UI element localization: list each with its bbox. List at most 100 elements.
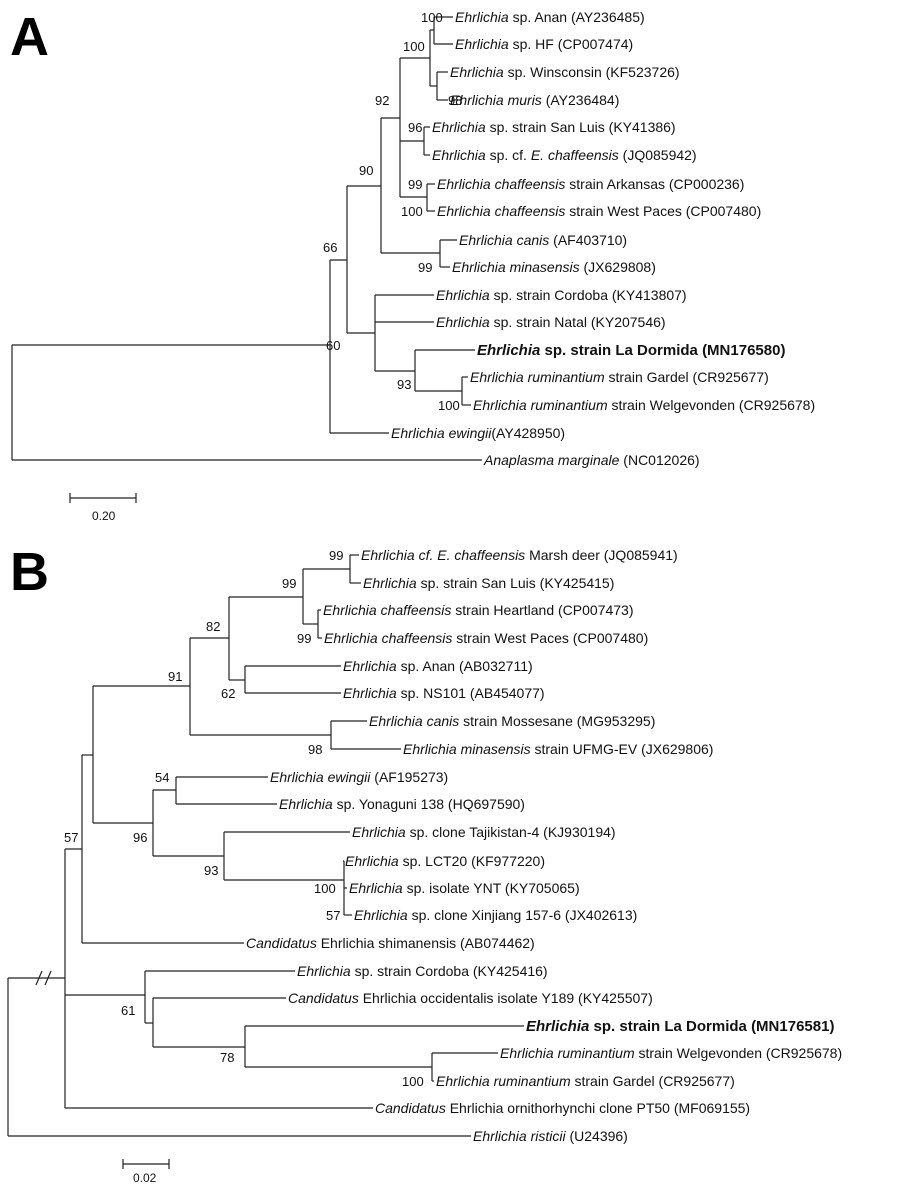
tip-label: Ehrlichia sp. HF (CP007474) [455,36,633,52]
panel-a-label: A [10,7,49,67]
tip-label: Candidatus Ehrlichia ornithorhynchi clon… [375,1100,750,1116]
tip-label-part: sp. strain San Luis (KY425415) [417,575,615,591]
tip-label-part: E. chaffeensis [531,147,619,163]
tip-label-part: Ehrlichia [436,287,490,303]
tip-label-part: Ehrlichia shimanensis (AB074462) [317,935,535,951]
tip-label: Ehrlichia chaffeensis strain West Paces … [437,203,761,219]
tip-label-part: Candidatus [288,990,359,1006]
tip-label: Ehrlichia sp. strain Cordoba (KY413807) [436,287,687,303]
tip-label-part: (AY236484) [542,92,620,108]
tip-label-part: Ehrlichia [354,907,408,923]
tip-label-part: Ehrlichia chaffeensis [437,203,565,219]
tip-label-part: Ehrlichia [343,685,397,701]
tip-label-part: strain Welgevonden (CR925678) [608,397,816,413]
tip-label: Ehrlichia chaffeensis strain West Paces … [324,630,648,646]
bootstrap-value: 60 [326,338,340,353]
bootstrap-value: 98 [448,93,462,108]
tip-label-part: sp. Anan (AY236485) [509,9,645,25]
tip-label-part: (AY428950) [491,425,565,441]
tip-label-part: Ehrlichia chaffeensis [323,602,451,618]
tip-label: Ehrlichia ruminantium strain Welgevonden… [500,1045,842,1061]
panel-a-scale-bar: 0.20 [69,493,137,523]
bootstrap-value: 99 [329,548,343,563]
bootstrap-value: 99 [418,260,432,275]
tip-label-part: strain West Paces (CP007480) [452,630,648,646]
tip-label-part: sp. strain Cordoba (KY413807) [490,287,687,303]
tip-label-part: Candidatus [375,1100,446,1116]
bootstrap-value: 91 [168,669,182,684]
tip-label-part: (NC012026) [619,452,699,468]
tip-label: Ehrlichia risticii (U24396) [473,1128,628,1144]
scale-bar-label: 0.02 [133,1171,157,1185]
tip-label-part: sp. strain La Dormida (MN176580) [540,342,785,359]
tip-label-part: Ehrlichia [455,9,509,25]
bootstrap-value: 100 [314,881,336,896]
tip-label-part: Ehrlichia minasensis [452,259,580,275]
tip-label: Ehrlichia sp. Yonaguni 138 (HQ697590) [279,796,525,812]
tip-label-part: Ehrlichia [279,796,333,812]
bootstrap-value: 96 [133,830,147,845]
tip-label-part: strain UFMG-EV (JX629806) [531,741,714,757]
tip-label-part: sp. HF (CP007474) [509,36,634,52]
tip-label: Ehrlichia ruminantium strain Gardel (CR9… [436,1073,735,1089]
tip-label: Ehrlichia ruminantium strain Gardel (CR9… [470,369,769,385]
tip-label-part: Anaplasma marginale [483,452,620,468]
tip-label: Ehrlichia sp. Winsconsin (KF523726) [450,64,680,80]
tip-label: Ehrlichia minasensis (JX629808) [452,259,656,275]
bootstrap-value: 100 [438,398,460,413]
tip-label-part: Ehrlichia cf. E. chaffeensis [361,547,525,563]
tip-label-part: sp. Yonaguni 138 (HQ697590) [333,796,525,812]
tip-label-part: sp. strain Cordoba (KY425416) [351,963,548,979]
tip-label: Anaplasma marginale (NC012026) [483,452,700,468]
tip-label: Candidatus Ehrlichia occidentalis isolat… [288,990,653,1006]
tip-label-part: strain West Paces (CP007480) [565,203,761,219]
tip-label: Ehrlichia chaffeensis strain Arkansas (C… [437,176,744,192]
tip-label-part: Ehrlichia ruminantium [436,1073,571,1089]
bootstrap-value: 100 [421,10,443,25]
tip-label: Ehrlichia sp. NS101 (AB454077) [343,685,545,701]
panel-a-branches [11,16,482,461]
tip-label-part: Ehrlichia ruminantium [470,369,605,385]
tip-label-part: strain Arkansas (CP000236) [565,176,744,192]
panel-b-tree: B Ehrlichia cf. E. chaffeensis Marsh dee… [7,542,842,1185]
bootstrap-value: 99 [282,576,296,591]
tip-label-part: strain Welgevonden (CR925678) [635,1045,843,1061]
tip-label-part: sp. clone Xinjiang 157-6 (JX402613) [408,907,638,923]
tip-label-part: (AF195273) [370,769,448,785]
tip-label-part: Ehrlichia [432,119,486,135]
panel-b-branches [7,554,524,1137]
tip-label-part: (AF403710) [549,232,627,248]
tip-label-part: Ehrlichia canis [369,713,459,729]
tip-label: Ehrlichia sp. strain San Luis (KY41386) [432,119,676,135]
tip-label: Ehrlichia sp. isolate YNT (KY705065) [349,880,580,896]
scale-bar-label: 0.20 [92,509,116,523]
tip-label-part: sp. isolate YNT (KY705065) [403,880,580,896]
tip-label-part: sp. strain Natal (KY207546) [490,314,666,330]
tip-label-part: Ehrlichia ewingii [270,769,371,785]
tip-label-part: sp. cf. [486,147,531,163]
tip-label: Ehrlichia sp. strain Cordoba (KY425416) [297,963,548,979]
bootstrap-value: 61 [121,1003,135,1018]
tip-label: Ehrlichia canis (AF403710) [459,232,627,248]
tip-label-part: Ehrlichia [436,314,490,330]
tip-label-part: Ehrlichia [526,1018,589,1035]
tip-label-part: Ehrlichia [432,147,486,163]
bootstrap-value: 82 [206,619,220,634]
bootstrap-value: 99 [408,177,422,192]
tip-label-part: Ehrlichia ewingii [391,425,492,441]
tip-label: Ehrlichia sp. strain Natal (KY207546) [436,314,666,330]
tip-label-part: Ehrlichia muris [450,92,542,108]
bootstrap-value: 100 [402,1074,424,1089]
tip-label-part: Candidatus [246,935,317,951]
tip-label: Ehrlichia ewingii(AY428950) [391,425,565,441]
bootstrap-value: 100 [403,39,425,54]
tip-label: Ehrlichia ruminantium strain Welgevonden… [473,397,815,413]
panel-b-scale-bar: 0.02 [122,1159,170,1185]
tip-label: Ehrlichia muris (AY236484) [450,92,619,108]
tip-label-part: Ehrlichia [297,963,351,979]
tip-label-part: Ehrlichia [343,658,397,674]
tip-label-part: (JQ085942) [619,147,697,163]
tip-label-part: Ehrlichia [477,342,540,359]
